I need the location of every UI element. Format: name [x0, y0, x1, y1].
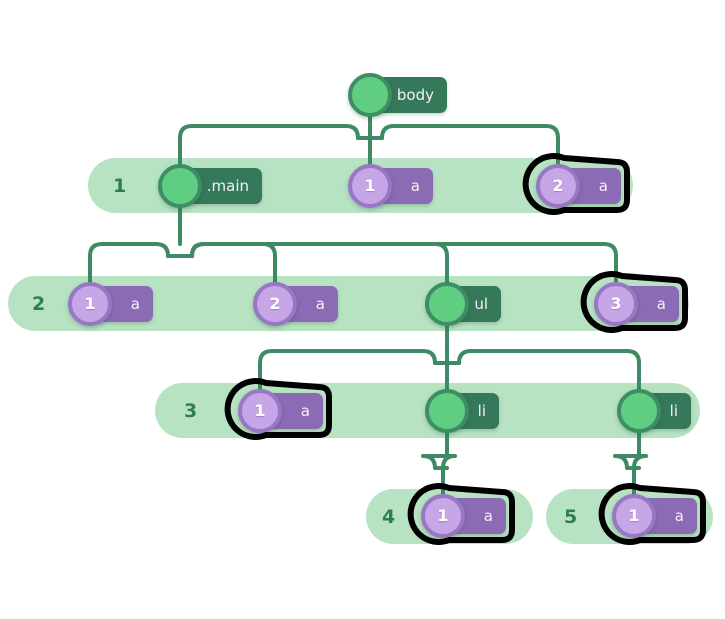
- tree-node-li1[interactable]: li: [425, 389, 499, 433]
- tree-edge: [190, 242, 449, 286]
- tree-node-main[interactable]: .main: [158, 164, 262, 208]
- node-circle: [158, 164, 202, 208]
- node-count-circle: 1: [421, 494, 465, 538]
- node-count-circle: 2: [253, 282, 297, 326]
- tree-node-body[interactable]: body: [348, 73, 447, 117]
- node-circle: [348, 73, 392, 117]
- node-count-circle: 2: [536, 164, 580, 208]
- tree-node-li2[interactable]: li: [617, 389, 691, 433]
- band-level-number: 5: [564, 506, 578, 528]
- tree-edge: [190, 242, 618, 286]
- tree-edge: [88, 242, 170, 286]
- band-level-number: 2: [32, 293, 46, 315]
- node-count-circle: 1: [68, 282, 112, 326]
- band-level-number: 3: [184, 400, 198, 422]
- node-count-circle: 1: [348, 164, 392, 208]
- tree-edge: [380, 124, 560, 168]
- tree-edge: [421, 454, 457, 498]
- tree-edge: [457, 349, 641, 393]
- tree-node-ul[interactable]: ul: [425, 282, 501, 326]
- band-level-number: 4: [382, 506, 396, 528]
- tree-edge: [178, 124, 360, 168]
- band-level-number: 1: [113, 175, 127, 197]
- node-count-circle: 1: [612, 494, 656, 538]
- node-count-circle: 3: [594, 282, 638, 326]
- tree-edge: [258, 349, 437, 393]
- tree-edge: [613, 454, 648, 498]
- node-circle: [425, 282, 469, 326]
- node-count-circle: 1: [238, 389, 282, 433]
- node-circle: [617, 389, 661, 433]
- tree-edge: [190, 242, 277, 286]
- node-circle: [425, 389, 469, 433]
